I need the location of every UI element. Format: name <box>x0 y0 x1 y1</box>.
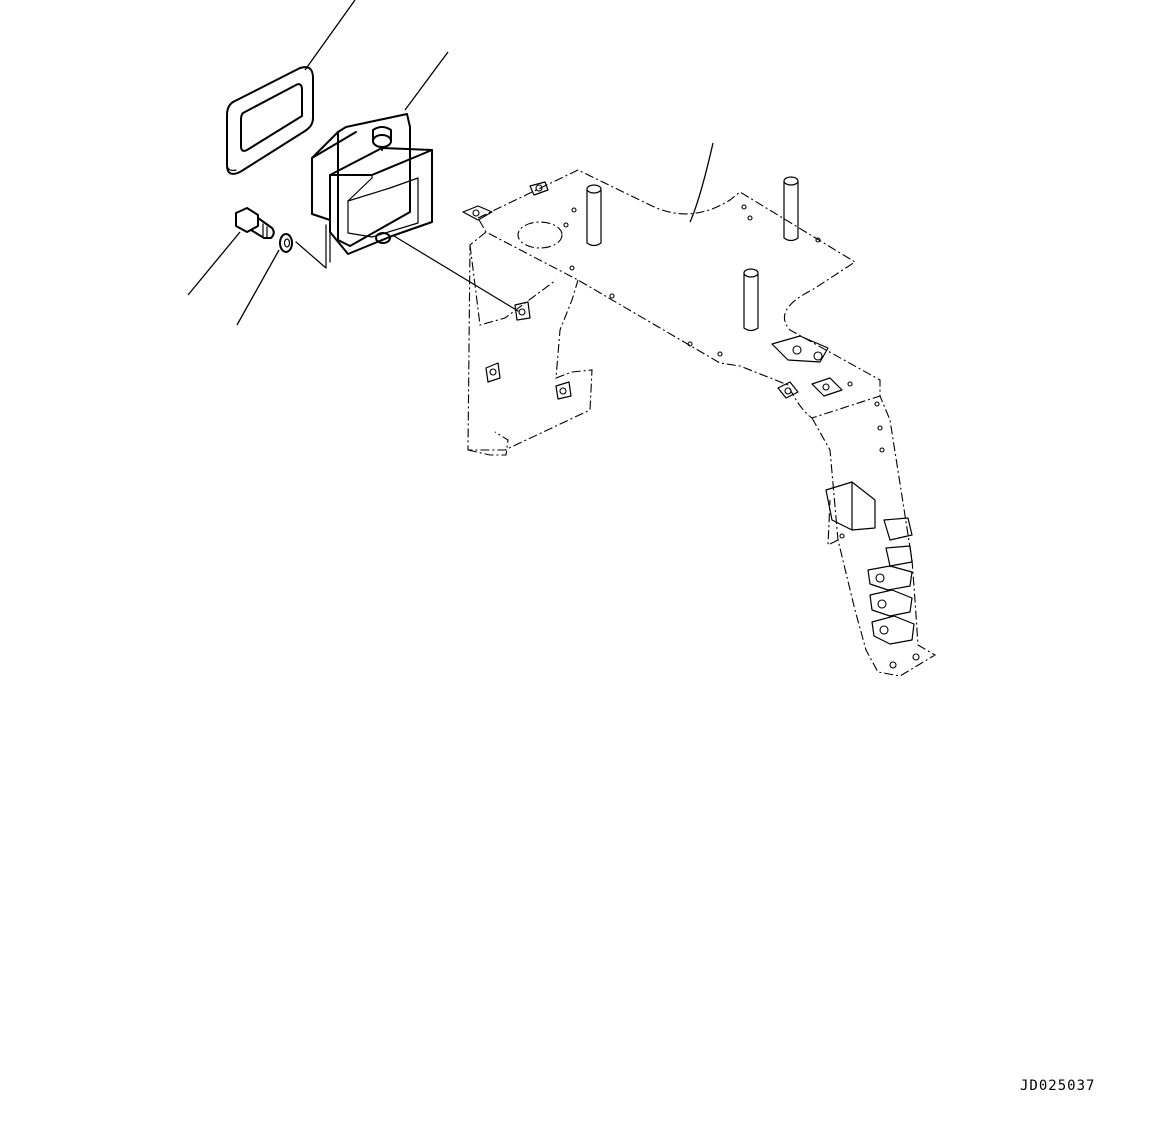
frame-bracket-icon <box>462 169 937 677</box>
figure-reference-code: JD025037 <box>1020 1078 1096 1094</box>
bolt-leader-line <box>187 231 241 296</box>
assembly-lines <box>295 224 519 312</box>
duct-leader-line <box>404 51 449 111</box>
leader-lines <box>187 0 714 326</box>
washer-leader-line <box>236 249 280 326</box>
seal-leader-line <box>304 0 356 71</box>
hex-bolt-icon <box>235 207 275 239</box>
rectangular-gasket-icon <box>226 66 314 175</box>
washer-icon <box>279 233 293 253</box>
bracket-leader-line <box>689 142 714 223</box>
standoff-posts <box>586 176 799 332</box>
air-duct-icon <box>311 113 433 263</box>
